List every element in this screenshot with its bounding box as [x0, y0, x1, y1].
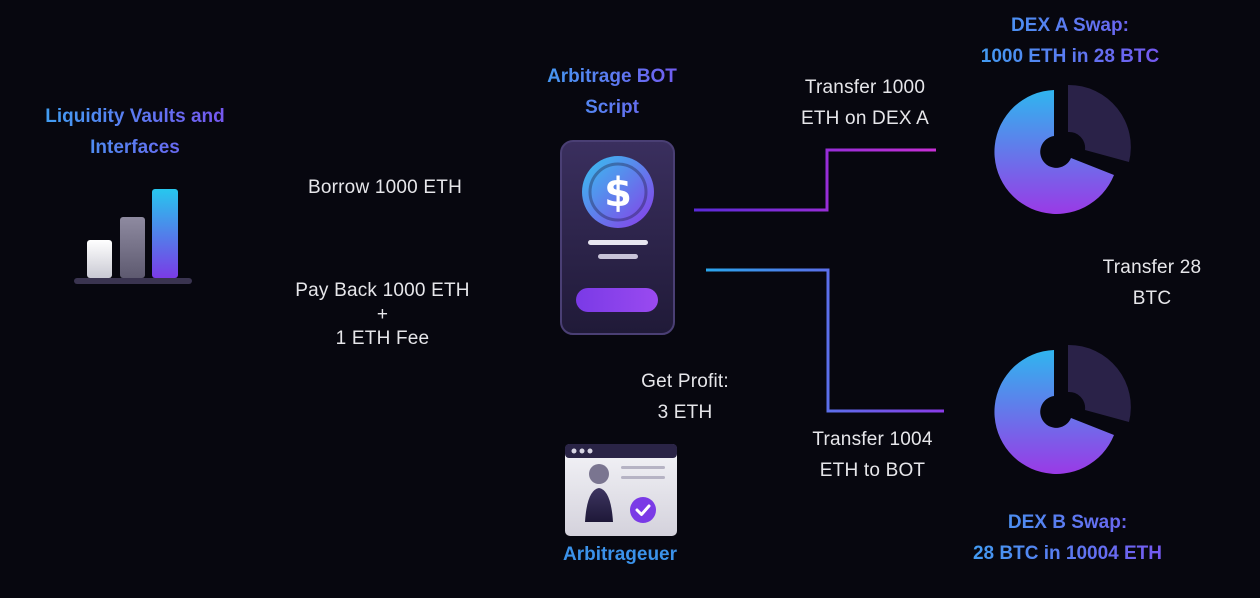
payback-line2: +: [376, 304, 389, 325]
transfer-a-label: Transfer 1000 ETH on DEX A: [780, 72, 950, 134]
arbitrageur-profile-icon: [565, 444, 677, 536]
dollar-icon: $: [604, 170, 632, 216]
transfer-a-line1: Transfer 1000: [804, 77, 926, 98]
transfer-bot-line2: ETH to BOT: [819, 460, 926, 481]
transfer-bot-line: [706, 268, 944, 413]
liquidity-title-line2: Interfaces: [90, 137, 180, 158]
dex-a-pie-icon: [994, 84, 1131, 214]
transfer-btc-label: Transfer 28 BTC: [1082, 252, 1222, 314]
liquidity-title: Liquidity Vaults and Interfaces: [20, 101, 250, 163]
payback-label: Pay Back 1000 ETH + 1 ETH Fee: [255, 279, 510, 351]
profit-line2: 3 ETH: [657, 402, 713, 423]
profit-line1: Get Profit:: [641, 371, 729, 392]
bot-title-line1: Arbitrage BOT: [547, 66, 677, 87]
transfer-bot-label: Transfer 1004 ETH to BOT: [785, 424, 960, 486]
dex-b-title: DEX B Swap: 28 BTC in 10004 ETH: [940, 507, 1195, 569]
dex-b-title-line1: DEX B Swap:: [1007, 512, 1128, 533]
arbitrageur-title: Arbitrageuer: [562, 544, 678, 565]
transfer-btc-line2: BTC: [1132, 288, 1172, 309]
borrow-label: Borrow 1000 ETH: [307, 177, 462, 198]
transfer-bot-line1: Transfer 1004: [812, 429, 933, 450]
dex-b-pie-icon: [994, 344, 1131, 474]
dex-b-title-line2: 28 BTC in 10004 ETH: [972, 543, 1163, 564]
bar-chart-icon: [74, 189, 192, 284]
dex-a-title: DEX A Swap: 1000 ETH in 28 BTC: [950, 10, 1190, 72]
dex-a-title-line2: 1000 ETH in 28 BTC: [980, 46, 1160, 67]
bot-phone: $: [560, 140, 675, 335]
profit-label: Get Profit: 3 ETH: [630, 366, 740, 428]
payback-line3: 1 ETH Fee: [335, 328, 430, 349]
payback-line1: Pay Back 1000 ETH: [295, 280, 470, 301]
bot-title-line2: Script: [585, 97, 639, 118]
bot-title: Arbitrage BOT Script: [512, 61, 712, 123]
transfer-a-line: [694, 148, 936, 212]
transfer-a-line2: ETH on DEX A: [800, 108, 930, 129]
transfer-btc-line1: Transfer 28: [1102, 257, 1202, 278]
dex-a-title-line1: DEX A Swap:: [1011, 15, 1129, 36]
liquidity-title-line1: Liquidity Vaults and: [45, 106, 225, 127]
